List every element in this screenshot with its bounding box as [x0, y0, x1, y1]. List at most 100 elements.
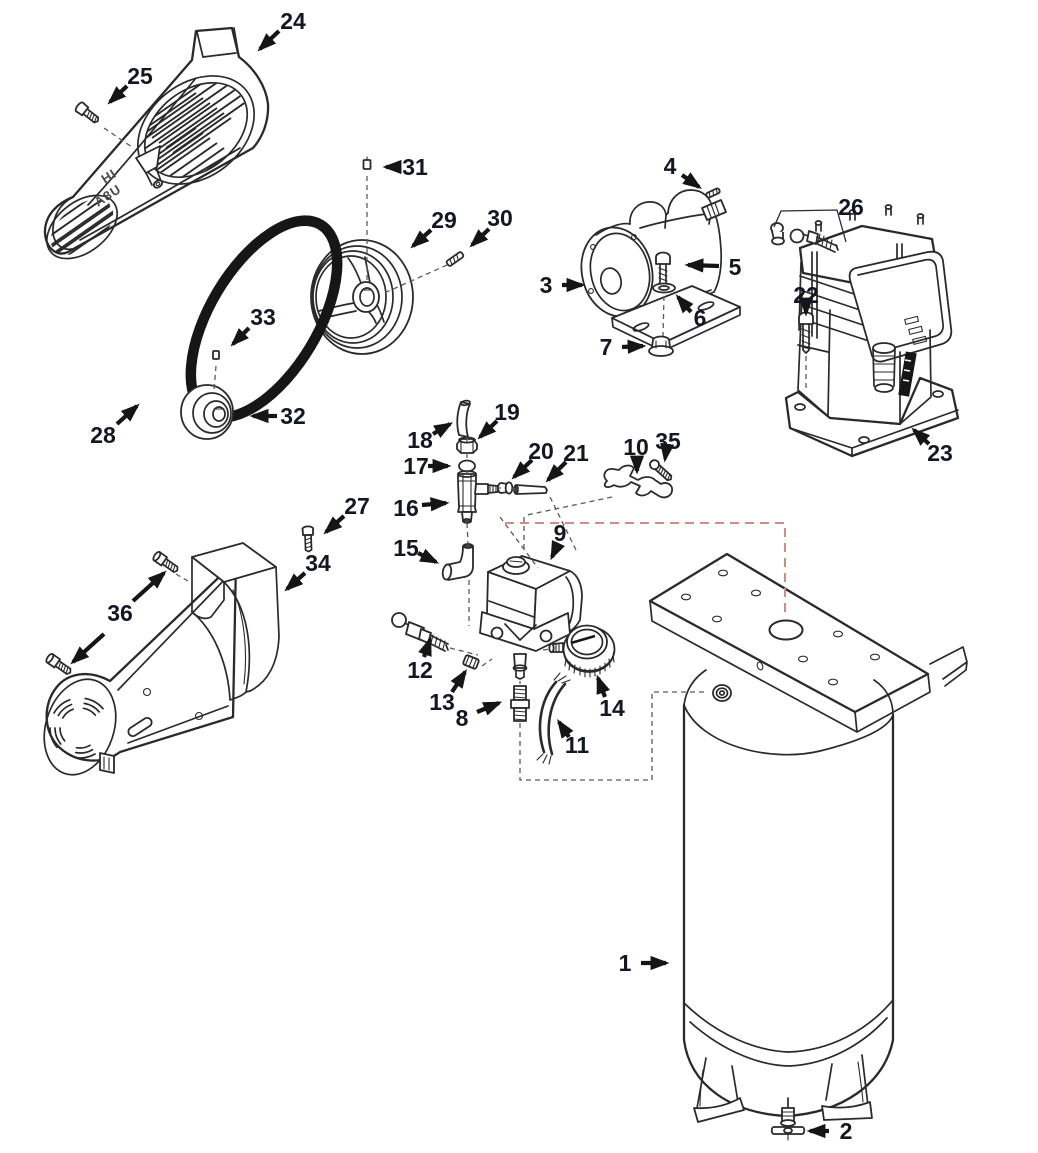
svg-text:17: 17	[403, 453, 429, 479]
pressure-switch-drawing	[479, 555, 583, 680]
svg-text:29: 29	[431, 207, 457, 233]
svg-text:22: 22	[793, 282, 819, 308]
callout-4: 4	[664, 153, 702, 190]
svg-text:2: 2	[840, 1118, 853, 1144]
motor-washer	[652, 282, 676, 294]
callout-6: 6	[675, 294, 707, 331]
cover-embossed-text-line1: HI	[98, 166, 119, 187]
callout-14: 14	[596, 674, 625, 721]
tank-mounting-plate	[648, 552, 968, 733]
callout-27: 27	[323, 493, 370, 535]
callout-32: 32	[249, 403, 306, 429]
svg-text:33: 33	[250, 304, 276, 330]
switch-unloader-port	[512, 653, 528, 680]
gauge-stem	[548, 642, 564, 654]
guard-baffle	[191, 542, 280, 701]
callout-9: 9	[550, 520, 567, 561]
svg-text:27: 27	[344, 493, 370, 519]
svg-text:4: 4	[664, 153, 677, 179]
belt-guard-back-drawing	[43, 542, 280, 776]
motor-nut	[648, 335, 674, 357]
svg-text:3: 3	[540, 272, 553, 298]
callout-3: 3	[540, 272, 586, 298]
motor-shaft	[701, 199, 727, 221]
callout-30: 30	[469, 205, 513, 248]
flywheel-drawing	[310, 239, 414, 355]
pump-fitting-set	[770, 222, 839, 253]
svg-text:11: 11	[565, 732, 590, 758]
flywheel-key	[445, 251, 465, 267]
elbow-tube	[441, 543, 474, 581]
callout-19: 19	[477, 399, 520, 440]
callout-12: 12	[407, 636, 433, 683]
svg-text:13: 13	[429, 689, 455, 715]
svg-text:21: 21	[563, 440, 589, 466]
callout-7: 7	[600, 334, 647, 360]
safety-valve-drawing	[391, 612, 449, 652]
pressure-gauge-drawing	[548, 624, 616, 678]
callout-29: 29	[410, 207, 457, 249]
assembly-dash-lines	[449, 437, 786, 781]
svg-text:28: 28	[90, 422, 116, 448]
tube-clamp-wrench	[603, 464, 673, 499]
svg-text:24: 24	[280, 8, 306, 34]
svg-text:35: 35	[655, 428, 681, 454]
cover-oil-funnel	[135, 145, 164, 189]
svg-text:12: 12	[407, 657, 433, 683]
svg-text:6: 6	[694, 305, 707, 331]
callout-13: 13	[429, 669, 467, 715]
svg-text:9: 9	[554, 520, 567, 546]
callout-17: 17	[403, 453, 452, 479]
callout-21: 21	[545, 440, 589, 483]
svg-text:14: 14	[599, 695, 625, 721]
pulley-setscrew	[212, 350, 220, 360]
motor-base-plate	[611, 285, 741, 352]
tank-port	[712, 684, 732, 702]
svg-text:30: 30	[487, 205, 513, 231]
svg-text:23: 23	[927, 440, 953, 466]
callout-24: 24	[257, 8, 306, 52]
callout-15: 15	[393, 535, 440, 564]
callout-2: 2	[806, 1118, 853, 1144]
callout-34: 34	[284, 550, 331, 592]
callout-16: 16	[393, 495, 450, 521]
svg-text:26: 26	[838, 194, 864, 220]
unloader-fitting	[462, 654, 480, 670]
motor-shaft-key	[705, 187, 721, 199]
pump-base	[784, 376, 960, 458]
tee-fitting	[457, 470, 499, 524]
pump-head-bolts	[814, 204, 925, 232]
wire-lead	[536, 672, 571, 765]
callout-25: 25	[107, 63, 153, 105]
outlet-tube	[456, 399, 471, 438]
callout-23: 23	[911, 427, 953, 466]
svg-text:19: 19	[494, 399, 520, 425]
callout-22: 22	[793, 282, 819, 317]
svg-text:15: 15	[393, 535, 419, 561]
guard-screw-lower	[45, 653, 72, 675]
svg-text:34: 34	[305, 550, 331, 576]
callout-26: 26	[773, 194, 864, 243]
tank-connection-dash-line	[505, 522, 786, 618]
motor-drawing	[580, 189, 741, 352]
callout-18: 18	[407, 422, 454, 453]
callout-33: 33	[230, 304, 276, 347]
callout-8: 8	[456, 701, 503, 731]
svg-text:10: 10	[623, 434, 649, 460]
cover-screw	[74, 101, 100, 124]
guard-screw-upper	[152, 551, 179, 573]
tank-drawing	[648, 552, 968, 1123]
callout-1: 1	[619, 950, 670, 976]
callout-11: 11	[557, 719, 590, 758]
svg-text:16: 16	[393, 495, 419, 521]
guard-mount-tab	[99, 752, 115, 774]
pump-drawing	[784, 204, 960, 458]
clamp-screw	[649, 459, 673, 482]
motor-pulley-drawing	[180, 384, 234, 440]
pump-shroud	[848, 250, 953, 363]
pump-intake-filter	[872, 342, 917, 397]
callout-31: 31	[382, 154, 428, 180]
callout-5: 5	[684, 254, 742, 280]
